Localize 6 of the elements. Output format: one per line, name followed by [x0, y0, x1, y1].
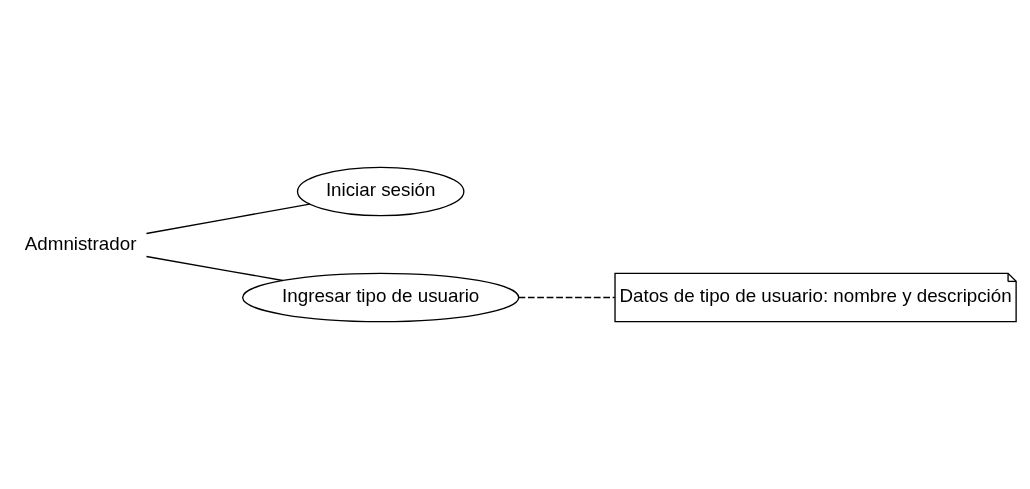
connector	[145, 203, 310, 235]
node-ellipse: Iniciar sesión	[296, 166, 464, 217]
node-ellipse: Ingresar tipo de usuario	[241, 272, 519, 323]
connector	[145, 255, 283, 282]
node-text: Admnistrador	[24, 233, 136, 255]
connector	[517, 296, 615, 299]
